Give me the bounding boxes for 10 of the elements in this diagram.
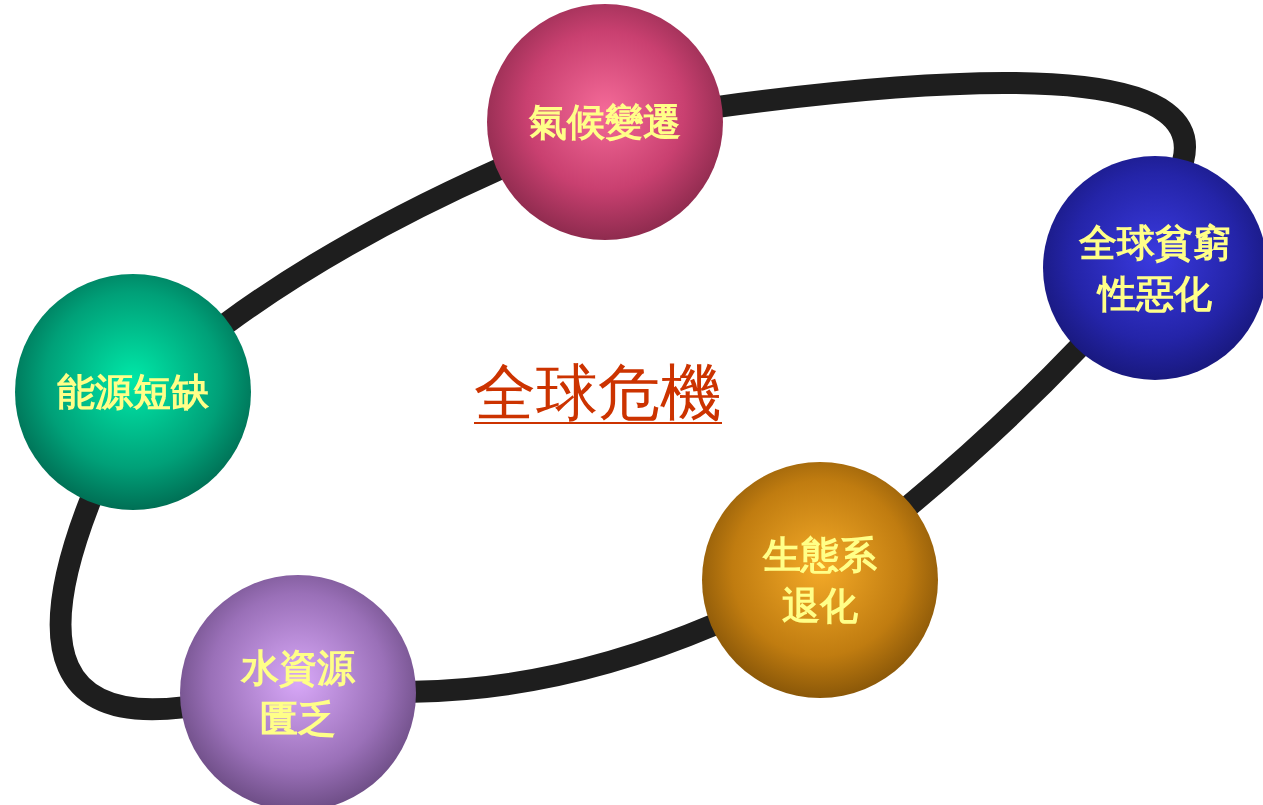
topic-label: 生態系退化 bbox=[761, 530, 878, 630]
topic-label: 能源短缺 bbox=[56, 368, 210, 417]
ring-connector bbox=[902, 339, 1087, 515]
topic-label: 氣候變遷 bbox=[528, 98, 682, 147]
ring-connector bbox=[220, 159, 504, 333]
topic-label: 水資源匱乏 bbox=[239, 643, 357, 743]
ring-connector bbox=[718, 72, 1196, 163]
topic-label: 全球貧窮性惡化 bbox=[1078, 218, 1232, 318]
ring-connector bbox=[413, 615, 718, 703]
title: 全球危機 bbox=[474, 362, 722, 431]
